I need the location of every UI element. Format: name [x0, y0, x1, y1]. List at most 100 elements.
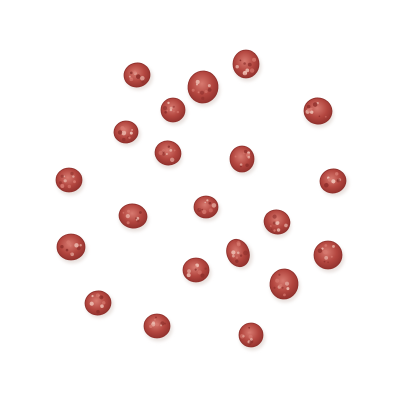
slice-texture-speck	[275, 278, 280, 283]
slice-texture-speck	[154, 318, 156, 321]
slice-texture-speck	[135, 217, 138, 220]
slice-body	[269, 268, 299, 300]
slice-texture-speck	[155, 323, 159, 327]
slice-texture-speck	[317, 248, 323, 254]
slice-texture-speck	[324, 182, 329, 188]
slice-texture-speck	[273, 286, 276, 289]
slice-texture-speck	[164, 322, 167, 325]
sausage-slice	[187, 70, 221, 107]
slice-texture-speck	[129, 131, 133, 135]
slice-texture-speck	[186, 273, 191, 278]
slice-texture-speck	[74, 243, 79, 248]
slice-texture-speck	[245, 68, 250, 73]
slice-texture-speck	[235, 259, 239, 263]
sausage-slice	[84, 290, 114, 319]
slice-texture-speck	[207, 84, 211, 88]
slice-texture-speck	[96, 309, 100, 314]
sausage-slice	[263, 209, 292, 239]
slice-texture-speck	[208, 208, 213, 213]
slice-texture-speck	[197, 208, 202, 212]
slice-texture-speck	[136, 219, 140, 223]
slice-texture-speck	[201, 96, 205, 100]
sausage-slice	[123, 62, 153, 91]
slice-texture-speck	[169, 106, 173, 110]
slice-texture-speck	[169, 148, 173, 152]
slice-texture-speck	[252, 57, 257, 62]
slice-texture-speck	[194, 265, 197, 268]
slice-texture-speck	[132, 70, 137, 74]
slice-texture-speck	[269, 225, 272, 227]
slice-texture-speck	[239, 59, 242, 62]
slice-texture-speck	[236, 242, 241, 247]
sausage-slice	[319, 168, 349, 197]
slice-texture-speck	[248, 342, 252, 346]
slice-texture-speck	[69, 244, 72, 247]
slice-texture-speck	[202, 209, 207, 215]
sausage-slice	[113, 120, 141, 147]
slice-texture-speck	[235, 65, 239, 69]
slice-texture-speck	[117, 130, 123, 135]
slice-texture-speck	[155, 316, 157, 319]
slice-texture-speck	[239, 165, 242, 168]
slice-texture-speck	[60, 174, 64, 178]
slice-texture-speck	[324, 244, 328, 247]
slice-texture-speck	[173, 149, 176, 152]
slice-body	[113, 120, 139, 144]
sausage-slice	[55, 167, 85, 196]
slice-texture-speck	[275, 220, 280, 225]
slice-body	[118, 203, 148, 229]
slice-texture-speck	[58, 181, 62, 185]
slice-texture-speck	[199, 90, 204, 95]
slice-texture-speck	[191, 88, 195, 92]
slice-texture-speck	[167, 145, 171, 148]
slice-texture-speck	[162, 152, 166, 156]
slice-texture-speck	[121, 137, 126, 142]
slice-texture-speck	[139, 211, 142, 214]
slice-texture-speck	[247, 62, 252, 67]
slice-texture-speck	[324, 115, 327, 118]
sausage-slice	[160, 97, 188, 126]
slice-texture-speck	[72, 175, 75, 178]
slice-texture-speck	[194, 268, 197, 271]
slice-texture-speck	[197, 91, 200, 94]
slice-texture-speck	[273, 229, 276, 232]
slice-texture-speck	[250, 338, 253, 341]
slice-texture-speck	[239, 333, 245, 339]
slice-texture-speck	[164, 111, 167, 114]
slice-texture-speck	[70, 171, 74, 176]
slice-texture-speck	[286, 287, 290, 291]
slice-texture-speck	[275, 220, 278, 222]
slice-texture-speck	[235, 256, 239, 259]
sausage-slice	[303, 97, 334, 128]
slice-texture-speck	[207, 87, 212, 92]
slice-texture-speck	[140, 75, 145, 81]
slice-texture-speck	[242, 70, 248, 76]
sausage-slice	[226, 238, 253, 270]
slice-texture-speck	[149, 324, 153, 328]
slice-texture-speck	[312, 102, 318, 107]
slice-texture-speck	[100, 304, 104, 308]
slice-texture-speck	[283, 293, 286, 297]
sausage-slice	[232, 49, 262, 82]
slice-texture-speck	[121, 127, 126, 132]
slice-texture-speck	[201, 208, 203, 211]
slice-texture-speck	[323, 260, 326, 263]
sausage-slice	[238, 322, 266, 351]
slice-texture-speck	[211, 203, 217, 208]
slice-texture-speck	[60, 184, 65, 188]
slice-texture-speck	[307, 107, 312, 112]
slice-texture-speck	[327, 261, 329, 264]
slice-texture-speck	[335, 172, 339, 176]
slice-texture-speck	[204, 201, 206, 204]
sausage-slice	[118, 203, 149, 232]
slice-texture-speck	[284, 281, 290, 286]
slice-texture-speck	[135, 74, 141, 79]
slice-texture-speck	[276, 228, 281, 232]
slice-texture-speck	[128, 75, 131, 78]
slice-texture-speck	[129, 71, 133, 75]
sausage-slice	[143, 313, 173, 342]
slice-texture-speck	[278, 273, 281, 276]
slice-texture-speck	[122, 211, 125, 214]
slice-texture-speck	[239, 163, 243, 166]
